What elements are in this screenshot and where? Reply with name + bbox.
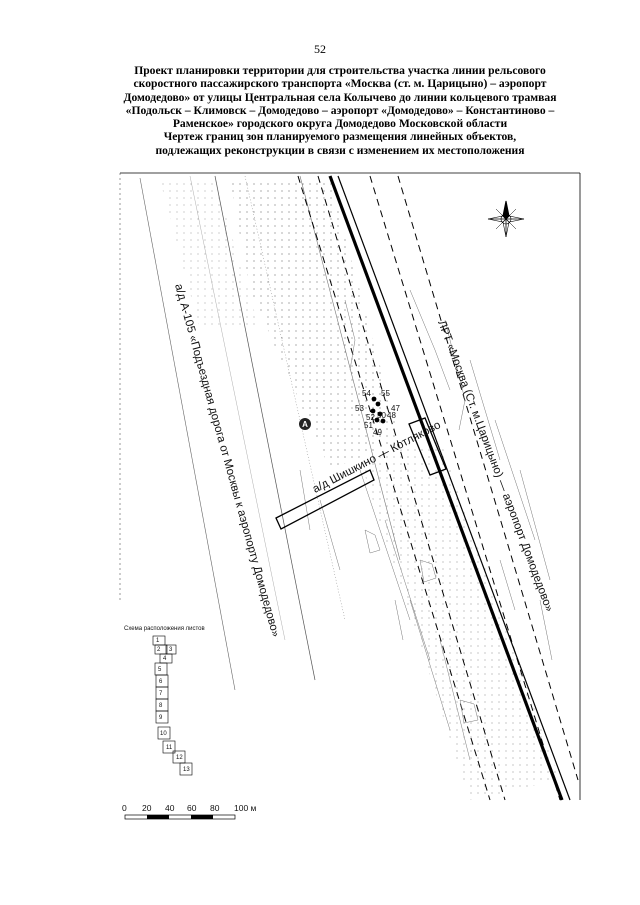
railway-line — [328, 175, 564, 801]
title-line: Проект планировки территории для строите… — [134, 64, 546, 77]
dotted-terrain-zone — [160, 180, 260, 330]
point-label: 53 — [355, 404, 364, 413]
sheet-layout-scheme[interactable]: Схема расположения листов 1 2 3 4 5 6 7 … — [124, 626, 205, 776]
sheet-number: 11 — [166, 745, 173, 751]
shishkino-road-zone[interactable] — [275, 469, 375, 530]
dotted-terrain-zone — [360, 440, 560, 800]
sheet-number: 10 — [160, 731, 167, 737]
zone-boundary-dashed — [369, 175, 561, 801]
a105-road-edge — [299, 175, 401, 561]
zone-boundary-dashed — [317, 175, 506, 801]
point-label: 50 — [377, 411, 386, 420]
title-line: Домодедово» от улицы Центральная села Ко… — [123, 90, 557, 104]
sheet-number: 5 — [158, 667, 162, 673]
title-line: подлежащих реконструкции в связи с измен… — [155, 143, 525, 157]
scale-tick-label: 40 — [165, 803, 175, 813]
title-line: скоростного пассажирского транспорта «Мо… — [133, 77, 547, 91]
compass-rose-icon — [487, 200, 525, 238]
terrain-detail — [299, 289, 553, 761]
title-line: Чертеж границ зон планируемого размещени… — [163, 130, 517, 144]
a105-road-edge — [189, 175, 286, 641]
point-label: 51 — [364, 421, 373, 430]
scale-tick-label: 20 — [142, 803, 152, 813]
point-label: 48 — [387, 411, 396, 420]
a105-road-edge — [139, 177, 236, 691]
point-label: 54 — [362, 389, 371, 398]
zone-boundary-dashed — [297, 175, 491, 801]
sheet-scheme-title: Схема расположения листов — [124, 626, 205, 632]
point-label: 52 — [366, 413, 375, 422]
point-cluster — [370, 396, 386, 424]
marker-a-label: A — [302, 420, 308, 429]
title-line: Раменское» городского округа Домодедово … — [172, 117, 508, 131]
point-label: 55 — [381, 389, 390, 398]
sheet-number: 13 — [183, 767, 190, 773]
scale-tick-label: 80 — [210, 803, 220, 813]
drawing-title: Проект планировки территории для строите… — [80, 64, 600, 157]
a105-road-label: а/д А-105 «Подъездная дорога от Москвы к… — [172, 283, 281, 639]
point-label: 47 — [391, 404, 400, 413]
page-number: 52 — [314, 42, 326, 56]
a105-road-edge — [214, 175, 316, 681]
sheet-number: 3 — [169, 647, 173, 653]
scale-bar: 0 20 40 60 80 100 м — [122, 803, 257, 820]
sheet-number: 6 — [159, 679, 163, 685]
title-line: «Подольск – Климовск – Домодедово – аэро… — [125, 103, 555, 117]
sheet-number: 7 — [159, 691, 163, 697]
sheet-number: 1 — [156, 638, 160, 644]
zone-boundary-dashed — [397, 175, 579, 781]
sheet-number: 2 — [157, 647, 161, 653]
sheet-number: 4 — [163, 656, 167, 662]
scale-tick-label: 0 — [122, 803, 127, 813]
a105-road-edge — [244, 175, 346, 621]
marker-a[interactable] — [299, 418, 311, 430]
railway-line-edge — [337, 175, 571, 801]
point-label: 49 — [373, 428, 382, 437]
railway-crossing-zone[interactable] — [408, 417, 447, 476]
sheet-number: 9 — [159, 715, 163, 721]
scale-tick-label: 60 — [187, 803, 197, 813]
sheet-number: 12 — [176, 755, 183, 761]
sheet-number: 8 — [159, 703, 163, 709]
scale-tick-label: 100 м — [234, 803, 257, 813]
